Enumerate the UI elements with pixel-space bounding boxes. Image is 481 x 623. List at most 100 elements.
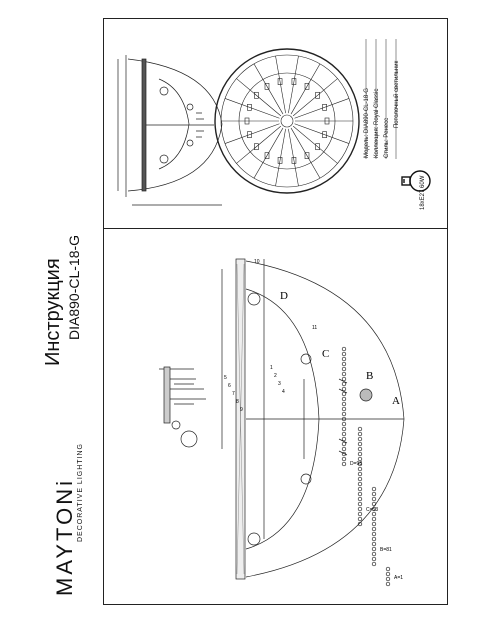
spoke [294,123,350,144]
part-label-b: B [366,370,373,382]
callout-9: 9 [240,407,243,413]
spoke [224,98,280,119]
legend-c: C=53 [366,507,378,513]
bulb-holder [277,78,283,85]
bead [341,421,347,427]
brand-logo: MAYTONi [52,478,77,596]
callout-2: 2 [274,373,277,379]
bead [341,411,347,417]
bead [371,551,377,557]
bulb-holder [324,117,330,125]
callout-5: 5 [224,375,227,381]
bead [357,516,363,522]
bead [341,391,347,397]
bead [371,546,377,552]
bead [357,471,363,477]
bulb-holder [291,78,297,85]
bead [371,531,377,537]
bulb-holder [247,131,252,138]
callout-7: 7 [232,391,235,397]
bead [357,506,363,512]
spoke [294,98,350,119]
bead [357,461,363,467]
info-block [365,39,397,159]
bead [371,501,377,507]
bead [357,436,363,442]
brand-tagline: DECORATIVE LIGHTING [77,443,84,542]
bead [341,441,347,447]
bead [371,536,377,542]
bead [371,496,377,502]
callout-3: 3 [278,381,281,387]
bead [357,441,363,447]
info-style-row: Стиль: Ренесс [384,117,390,158]
frame-divider [103,228,448,229]
bead [357,521,363,527]
spoke [290,63,321,115]
bead [371,526,377,532]
bead [341,461,347,467]
bead [385,571,391,577]
callout-4: 4 [282,389,285,395]
bead [357,456,363,462]
bulb-holder [254,91,259,99]
bulb-holder [247,104,252,111]
callout-6: 6 [228,383,231,389]
part-label-c: C [322,348,329,360]
bead [385,576,391,582]
bead [341,406,347,412]
bead [341,431,347,437]
part-label-a: A [392,395,400,407]
bulb-holder [304,83,310,90]
bead [357,451,363,457]
bulb-holder [322,131,327,138]
bulb-holder [291,157,297,164]
bead [357,496,363,502]
bead [371,511,377,517]
bead [371,486,377,492]
bead [357,466,363,472]
legend-d: D=98 [350,461,362,467]
bead [357,481,363,487]
technical-drawing-top [117,39,431,206]
bead [357,511,363,517]
bulb-holder [304,152,310,159]
bead [341,436,347,442]
bead [357,491,363,497]
bulb-holder [244,117,250,125]
bead [385,566,391,572]
spoke [253,63,284,115]
page-title: Инструкция [42,258,64,366]
bead [341,371,347,377]
assembly-drawing: D C B A 1 2 3 4 5 6 7 8 9 10 11 D=98 C=5… [159,258,405,587]
bead [357,486,363,492]
spoke [290,127,321,179]
bead [341,356,347,362]
bead [371,506,377,512]
bulb-holder [315,91,320,99]
bulb-holder [264,152,270,159]
bead [341,351,347,357]
spoke [253,127,284,179]
callout-11: 11 [312,325,317,331]
bead [341,416,347,422]
callout-8: 8 [236,399,239,405]
info-type-row: Потолочный светильник [394,60,400,128]
bead [357,431,363,437]
bead [341,346,347,352]
bulb-spec: 18xE27 60W [420,175,426,210]
bead [371,521,377,527]
bead [357,476,363,482]
bead [357,501,363,507]
drawing-frame [103,18,448,605]
bead [371,541,377,547]
light-bulb-icon [401,170,431,192]
info-model-row: Модель: DIA890-CL-18-G [364,88,370,158]
callout-1: 1 [270,365,273,371]
bead [385,581,391,587]
model-subtitle: DIA890-CL-18-G [66,234,82,340]
bead [341,386,347,392]
side-view-drawing [117,55,223,206]
bead [371,491,377,497]
bulb-holder [254,143,259,151]
